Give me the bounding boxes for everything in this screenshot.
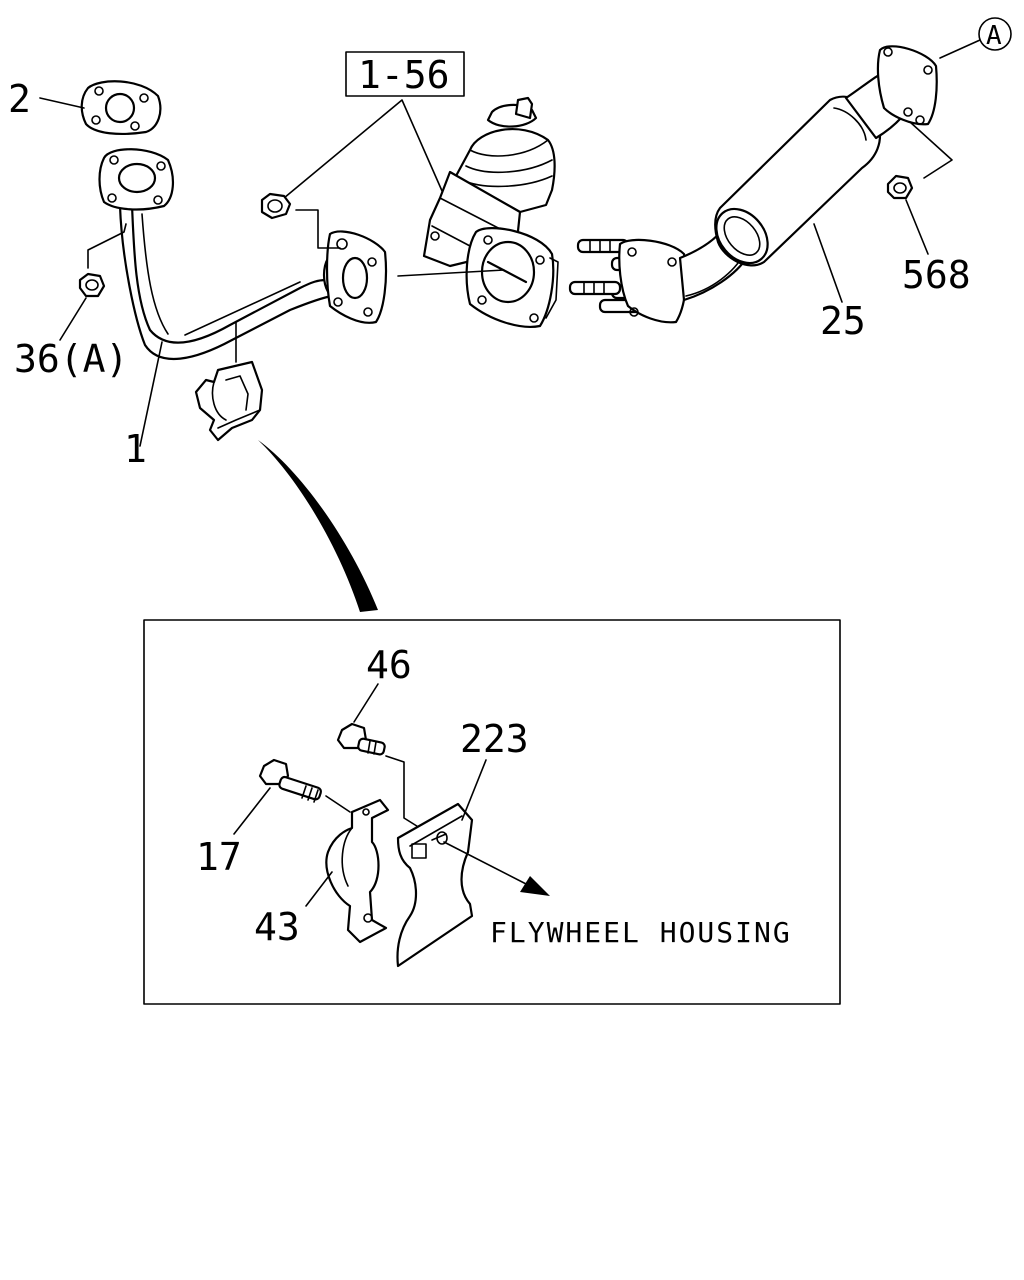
callout-box-1-56 — [345, 51, 465, 97]
bolt-part-17 — [258, 758, 323, 803]
leader-valve — [397, 269, 505, 277]
flywheel-arrow-head — [520, 876, 550, 896]
leader-43 — [305, 871, 333, 907]
callout-a: A — [986, 21, 1002, 51]
bracket-17 — [325, 795, 351, 813]
callout-568: 568 — [902, 253, 971, 297]
callout-1: 1 — [124, 427, 147, 471]
exhaust-pipe-part-1 — [98, 148, 388, 361]
callout-43: 43 — [254, 905, 300, 949]
leader-1 — [139, 341, 163, 447]
flywheel-arrow-shaft — [443, 841, 531, 887]
leader-17 — [233, 787, 271, 835]
callout-25: 25 — [820, 299, 866, 343]
bracket-part-223 — [396, 802, 474, 968]
bracket-568 — [909, 121, 953, 179]
leader-568 — [905, 199, 929, 255]
callout-46: 46 — [366, 643, 412, 687]
nut-part-36a — [78, 272, 106, 298]
detail-box — [143, 619, 841, 1005]
exhaust-brake-valve — [422, 96, 559, 328]
callout-36a: 36(A) — [14, 337, 128, 381]
callout-1-56: 1-56 — [358, 53, 450, 97]
nut-part-568 — [886, 174, 914, 200]
bracket-36a — [87, 223, 127, 269]
gasket-part-2 — [80, 80, 162, 136]
bracket-46 — [385, 755, 421, 829]
callout-2: 2 — [8, 77, 31, 121]
leader-223 — [461, 759, 487, 821]
callout-17: 17 — [196, 835, 242, 879]
leader-25 — [813, 223, 843, 303]
leader-2 — [39, 97, 85, 109]
bracket-bolt — [295, 209, 341, 249]
callout-223: 223 — [460, 717, 529, 761]
callout-circle-a — [978, 17, 1012, 51]
clamp-part-43 — [325, 798, 390, 944]
bolt-part-46 — [336, 722, 386, 756]
flange-bolt — [260, 192, 292, 220]
leader-a — [939, 39, 981, 59]
leader-36a — [59, 297, 87, 341]
leader-1-56 — [283, 99, 447, 201]
muffler-part-25 — [618, 45, 938, 324]
zoom-arrow — [258, 440, 378, 612]
clamp-assembly — [194, 360, 264, 442]
flywheel-housing-note: FLYWHEEL HOUSING — [490, 916, 792, 949]
leader-46 — [353, 683, 379, 723]
